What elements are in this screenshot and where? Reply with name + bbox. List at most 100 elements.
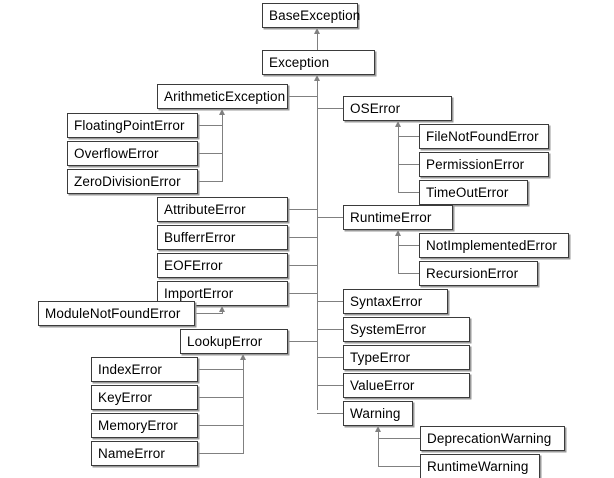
node-label-warning: Warning	[350, 405, 401, 421]
connector-key-to-lookup	[198, 397, 244, 398]
connector-arithmetic-to-trunk	[288, 96, 318, 97]
connector-trunk-exception-to-baseexception	[317, 28, 318, 50]
connector-syntax-to-trunk	[317, 301, 343, 302]
node-label-memory-error: MemoryError	[98, 417, 178, 433]
connector-runtime-to-trunk	[317, 217, 343, 218]
node-label-time-out-error: TimeOutError	[426, 184, 509, 200]
node-bufferr-error[interactable]: BufferrError	[157, 225, 288, 250]
node-syntax-error[interactable]: SyntaxError	[343, 289, 448, 314]
arrow-into-warning	[375, 426, 381, 432]
node-module-not-found-error[interactable]: ModuleNotFoundError	[38, 301, 195, 326]
connector-trunk-main-vertical	[317, 75, 318, 410]
node-deprecation-warning[interactable]: DeprecationWarning	[420, 426, 565, 451]
connector-overflow-to-arith	[198, 153, 223, 154]
node-label-deprecation-warning: DeprecationWarning	[427, 430, 552, 446]
node-index-error[interactable]: IndexError	[91, 357, 198, 382]
connector-import-to-trunk	[288, 293, 318, 294]
node-key-error[interactable]: KeyError	[91, 385, 198, 410]
node-label-overflow-error: OverflowError	[74, 145, 159, 161]
node-value-error[interactable]: ValueError	[343, 373, 470, 398]
connector-arith-children-vertical	[222, 109, 223, 182]
node-label-file-not-found-error: FileNotFoundError	[426, 128, 539, 144]
node-label-system-error: SystemError	[350, 321, 427, 337]
node-warning[interactable]: Warning	[343, 401, 413, 426]
node-label-attribute-error: AttributeError	[164, 201, 246, 217]
connector-os-children-vertical	[398, 121, 399, 192]
node-label-eof-error: EOFError	[164, 257, 223, 273]
node-label-lookup-error: LookupError	[187, 333, 263, 349]
connector-warning-children-vertical	[378, 426, 379, 466]
node-label-bufferr-error: BufferrError	[164, 229, 236, 245]
connector-module-to-import-horizontal	[195, 313, 223, 314]
connector-index-to-lookup	[198, 369, 244, 370]
node-label-zero-division-error: ZeroDivisionError	[74, 173, 181, 189]
node-runtime-error[interactable]: RuntimeError	[343, 205, 453, 230]
connector-recursion-to-runtime	[398, 273, 420, 274]
node-label-recursion-error: RecursionError	[426, 265, 519, 281]
node-label-index-error: IndexError	[98, 361, 163, 377]
connector-permission-to-os	[398, 164, 420, 165]
connector-system-to-trunk	[317, 329, 343, 330]
connector-deprecation-to-warning	[378, 438, 421, 439]
node-label-permission-error: PermissionError	[426, 156, 525, 172]
node-label-key-error: KeyError	[98, 389, 153, 405]
node-type-error[interactable]: TypeError	[343, 345, 470, 370]
node-label-floating-point-error: FloatingPointError	[74, 117, 185, 133]
node-label-name-error: NameError	[98, 445, 165, 461]
connector-eof-to-trunk	[288, 265, 318, 266]
node-os-error[interactable]: OSError	[343, 96, 452, 121]
node-label-runtime-error: RuntimeError	[350, 209, 432, 225]
node-name-error[interactable]: NameError	[91, 441, 198, 466]
node-file-not-found-error[interactable]: FileNotFoundError	[419, 124, 549, 149]
connector-runtime-children-vertical	[398, 230, 399, 273]
node-system-error[interactable]: SystemError	[343, 317, 470, 342]
node-memory-error[interactable]: MemoryError	[91, 413, 198, 438]
arrow-into-oserror	[395, 121, 401, 127]
node-attribute-error[interactable]: AttributeError	[157, 197, 288, 222]
connector-memory-to-lookup	[198, 425, 244, 426]
node-label-import-error: ImportError	[164, 285, 234, 301]
node-arithmetic-exception[interactable]: ArithmeticException	[157, 84, 288, 109]
arrow-into-baseexception	[314, 28, 320, 34]
node-zero-division-error[interactable]: ZeroDivisionError	[67, 169, 198, 194]
node-base-exception[interactable]: BaseException	[262, 3, 361, 28]
arrow-into-exception	[314, 75, 320, 81]
node-floating-point-error[interactable]: FloatingPointError	[67, 113, 198, 138]
node-label-not-implemented-error: NotImplementedError	[426, 237, 557, 253]
connector-filenotfound-to-os	[398, 136, 420, 137]
connector-type-to-trunk	[317, 357, 343, 358]
node-permission-error[interactable]: PermissionError	[419, 152, 549, 177]
connector-zerodiv-to-arith	[198, 181, 223, 182]
node-label-base-exception: BaseException	[269, 7, 361, 23]
connector-attribute-to-trunk	[288, 209, 318, 210]
node-time-out-error[interactable]: TimeOutError	[419, 180, 528, 205]
arrow-into-runtimeerror	[395, 230, 401, 236]
connector-runtimewarning-to-warning	[378, 466, 421, 467]
connector-bufferr-to-trunk	[288, 237, 318, 238]
node-label-os-error: OSError	[350, 100, 401, 116]
node-label-exception: Exception	[269, 54, 330, 70]
node-label-arithmetic-exception: ArithmeticException	[164, 88, 286, 104]
node-label-runtime-warning: RuntimeWarning	[427, 458, 529, 474]
connector-notimplemented-to-runtime	[398, 245, 420, 246]
arrow-into-lookuperror	[240, 354, 246, 360]
node-recursion-error[interactable]: RecursionError	[419, 261, 538, 286]
connector-floating-to-arith	[198, 125, 223, 126]
node-overflow-error[interactable]: OverflowError	[67, 141, 198, 166]
node-label-value-error: ValueError	[350, 377, 415, 393]
connector-value-to-trunk	[317, 385, 343, 386]
connector-oserror-to-trunk	[317, 108, 343, 109]
node-lookup-error[interactable]: LookupError	[180, 329, 288, 354]
connector-name-to-lookup	[198, 453, 244, 454]
connector-timeout-to-os	[398, 192, 420, 193]
connector-lookup-children-vertical	[243, 354, 244, 453]
arrow-into-arithmetic	[219, 109, 225, 115]
node-label-syntax-error: SyntaxError	[350, 293, 423, 309]
node-runtime-warning[interactable]: RuntimeWarning	[420, 454, 540, 478]
node-eof-error[interactable]: EOFError	[157, 253, 288, 278]
connector-lookup-to-trunk	[288, 341, 318, 342]
node-not-implemented-error[interactable]: NotImplementedError	[419, 233, 569, 258]
node-exception[interactable]: Exception	[262, 50, 375, 75]
connector-warning-to-trunk	[317, 413, 343, 414]
